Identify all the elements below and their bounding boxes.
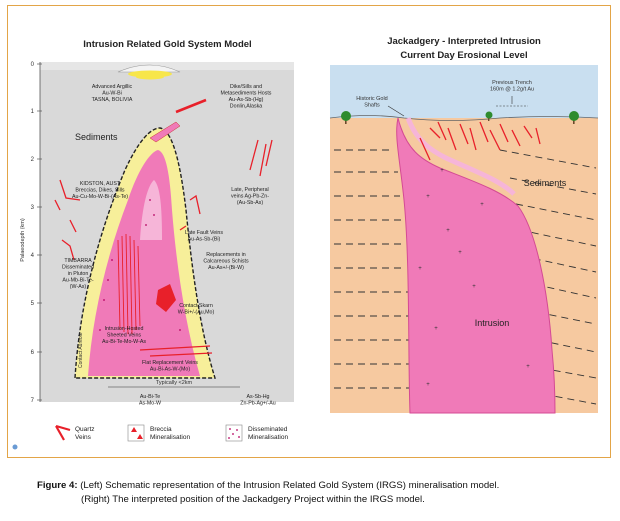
svg-text:+: + bbox=[426, 194, 430, 200]
tick-5: 5 bbox=[31, 301, 35, 307]
ground-surface bbox=[329, 115, 599, 121]
scale-label: Typically <2km bbox=[156, 380, 193, 386]
tree-icon-right bbox=[569, 111, 579, 124]
svg-text:+: + bbox=[418, 266, 422, 272]
jackadgery-intrusion bbox=[396, 117, 556, 414]
svg-text:+: + bbox=[440, 168, 444, 174]
right-disseminated-marks: + + + + + + + + + + bbox=[418, 168, 530, 388]
tick-6: 6 bbox=[31, 350, 35, 356]
tick-0: 0 bbox=[31, 62, 35, 68]
right-sediments-label: Sediments bbox=[524, 178, 567, 188]
aureole-label: Contact Aureole bbox=[78, 332, 84, 368]
tick-7: 7 bbox=[31, 398, 35, 404]
sheeted-veins bbox=[117, 233, 141, 335]
svg-text:+: + bbox=[472, 284, 476, 290]
tick-2: 2 bbox=[31, 157, 35, 163]
tree-icon-middle bbox=[485, 111, 493, 121]
svg-text:+: + bbox=[434, 326, 438, 332]
depth-ticks bbox=[37, 63, 42, 401]
svg-text:+: + bbox=[426, 382, 430, 388]
right-quartz-veins bbox=[419, 121, 541, 161]
caption-line-1: (Left) Schematic representation of the I… bbox=[80, 480, 500, 491]
shafts-pointer bbox=[387, 105, 405, 117]
legend-disseminated-icon bbox=[225, 424, 243, 442]
depth-tick-labels: 0 1 2 3 4 5 6 7 bbox=[31, 62, 35, 404]
figure-caption: Figure 4: (Left) Schematic representatio… bbox=[37, 479, 597, 507]
legend-quartz-icon bbox=[55, 424, 71, 441]
tick-1: 1 bbox=[31, 109, 35, 115]
pluton bbox=[88, 150, 200, 376]
caption-line-2: (Right) The interpreted position of the … bbox=[81, 494, 425, 505]
tick-3: 3 bbox=[31, 205, 35, 211]
surface-vent bbox=[117, 64, 181, 73]
surface-dike bbox=[149, 121, 181, 143]
contact-skarn bbox=[156, 284, 176, 312]
intrusion-margin-highlight bbox=[405, 117, 516, 196]
left-panel-title: Intrusion Related Gold System Model bbox=[83, 39, 252, 50]
left-surface-band bbox=[40, 62, 294, 70]
legend-breccia-icon bbox=[127, 424, 145, 442]
caption-label: Figure 4: bbox=[37, 480, 78, 491]
svg-text:+: + bbox=[480, 202, 484, 208]
disseminated-dots bbox=[99, 199, 181, 331]
corner-logo-icon bbox=[12, 444, 18, 450]
left-sediments-label: Sediments bbox=[75, 132, 118, 142]
left-model: 0 1 2 3 4 5 6 7 Palaeodepth (km) bbox=[20, 62, 294, 407]
right-panel-title-2: Current Day Erosional Level bbox=[400, 50, 528, 61]
depth-axis-label: Palaeodepth (km) bbox=[20, 218, 26, 262]
quartz-vein-marks bbox=[54, 98, 273, 261]
svg-text:+: + bbox=[458, 250, 462, 256]
right-panel-title-1: Jackadgery - Interpreted Intrusion bbox=[387, 36, 541, 47]
svg-text:+: + bbox=[526, 364, 530, 370]
tree-icon-left bbox=[341, 111, 351, 124]
tick-4: 4 bbox=[31, 253, 35, 259]
svg-text:+: + bbox=[446, 228, 450, 234]
intrusion-label: Intrusion bbox=[475, 318, 510, 328]
flat-veins bbox=[139, 345, 213, 357]
argillic-cap-lower bbox=[136, 74, 164, 80]
